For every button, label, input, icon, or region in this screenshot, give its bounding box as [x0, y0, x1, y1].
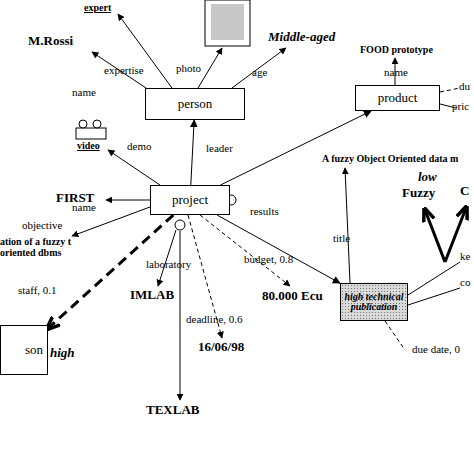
- attribute-arrow: [118, 14, 172, 88]
- attribute-arrow: [440, 88, 460, 92]
- value-label: title: [333, 232, 350, 244]
- thick-arrow: [425, 210, 445, 262]
- relation-connector: [48, 215, 173, 328]
- thick-fuzzy-arrows: [425, 208, 466, 262]
- node-text: product: [378, 91, 418, 105]
- attribute-arrow: [232, 48, 286, 88]
- value-label: pric: [452, 100, 469, 112]
- attribute-arrows: [72, 14, 460, 400]
- product-box: product: [355, 85, 440, 111]
- value-label: expert: [84, 2, 111, 13]
- value-label: video: [77, 140, 100, 151]
- relation-connector: [217, 215, 340, 283]
- video-icon: [76, 120, 106, 139]
- edge-label: results: [250, 205, 279, 217]
- edge-label: staff, 0.1: [18, 284, 57, 296]
- edge-label: leader: [206, 142, 233, 154]
- value-label: C: [460, 184, 469, 198]
- node-text: son: [25, 343, 43, 357]
- relation-connector: [191, 120, 194, 185]
- value-label: due date, 0: [412, 343, 460, 355]
- value-label: laboratory: [146, 258, 191, 270]
- value-label: high: [50, 346, 75, 360]
- value-label: age: [252, 66, 267, 78]
- video-reel: [93, 120, 101, 128]
- video-body: [76, 128, 106, 139]
- project-box: project: [150, 185, 230, 215]
- video-reel: [79, 120, 87, 128]
- value-label: 16/06/98: [198, 340, 244, 354]
- node-text: high technical publication: [341, 292, 407, 312]
- node-text: project: [172, 193, 208, 207]
- relation-connector: [221, 111, 372, 185]
- person-box: person: [145, 88, 245, 120]
- node-text: person: [178, 97, 213, 111]
- publication-box: high technical publication: [340, 283, 408, 321]
- value-label: objective: [22, 219, 62, 231]
- value-label: M.Rossi: [28, 34, 73, 48]
- attribute-arrow: [180, 231, 181, 400]
- fuzzy-attribute-arrow: [385, 321, 405, 350]
- fuzzy-marker: [175, 220, 185, 230]
- value-label: du: [459, 80, 470, 92]
- value-label: name: [72, 201, 96, 213]
- attribute-arrow: [108, 150, 160, 185]
- value-label: Fuzzy: [402, 186, 435, 200]
- attribute-arrow: [92, 52, 152, 92]
- attribute-arrow: [198, 48, 222, 88]
- fuzzy-attribute-arrow: [200, 215, 290, 286]
- value-label: 80.000 Ecu: [262, 289, 323, 303]
- value-label: ke: [460, 250, 470, 262]
- value-label: low: [418, 170, 437, 184]
- value-label: A fuzzy Object Oriented data m: [322, 153, 458, 164]
- value-label: photo: [176, 62, 201, 74]
- value-label: TEXLAB: [146, 403, 199, 417]
- value-label: FOOD prototype: [360, 44, 433, 55]
- value-label: demo: [127, 140, 151, 152]
- value-label: ation of a fuzzy t oriented dbms: [0, 236, 84, 258]
- attribute-arrow: [408, 288, 460, 305]
- attribute-arrow: [345, 168, 350, 283]
- value-label: budget, 0.8: [244, 253, 293, 265]
- value-label: name: [384, 66, 408, 78]
- photo-image: [211, 4, 244, 40]
- value-label: name: [72, 86, 96, 98]
- value-label: IMLAB: [130, 288, 174, 302]
- value-label: expertise: [104, 64, 144, 76]
- value-label: Middle-aged: [268, 30, 335, 44]
- person-box: son: [0, 325, 48, 375]
- attribute-arrow: [106, 200, 150, 201]
- value-label: co: [460, 276, 470, 288]
- photo-frame: [205, 0, 250, 46]
- value-label: deadline, 0.6: [186, 313, 243, 325]
